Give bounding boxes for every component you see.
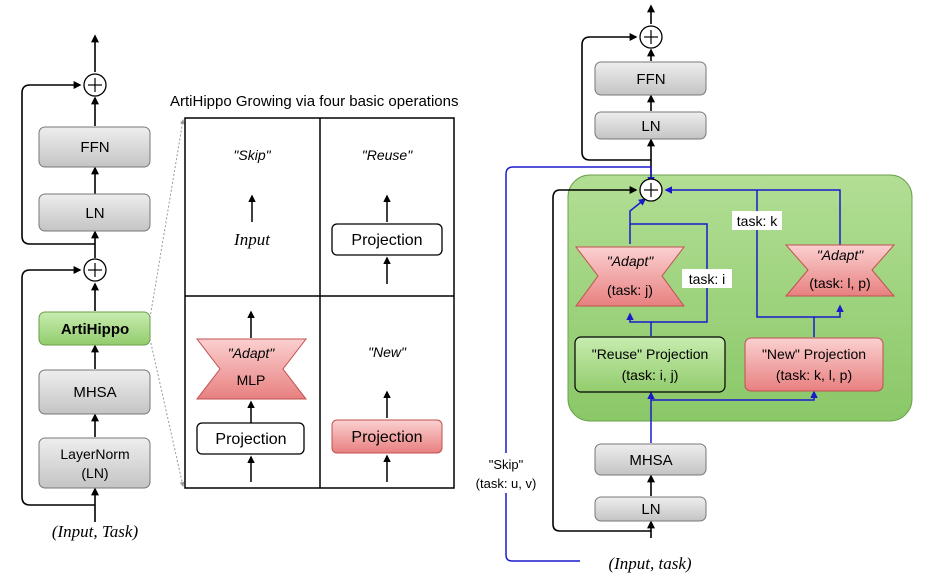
right-skip-label: "Skip" [489, 457, 524, 472]
right-mhsa-box [594, 443, 707, 476]
right-ln-top-label: LN [641, 118, 660, 135]
middle-adapt-label: "Adapt" [228, 345, 276, 361]
left-ffn-label: FFN [80, 139, 109, 156]
middle-new-label: "New" [368, 344, 407, 360]
left-block: FFN LN ArtiHippo MHSA LayerNorm (LN) (In… [21, 34, 151, 541]
middle-panel: ArtiHippo Growing via four basic operati… [149, 93, 458, 489]
middle-adapt-shape [195, 338, 308, 400]
left-add-bottom [83, 258, 107, 282]
right-ln-bottom-box [594, 496, 707, 522]
left-ffn-box [38, 126, 151, 168]
right-task-i-label: task: i [689, 271, 726, 287]
right-adapt-right-task: (task: l, p) [809, 275, 870, 291]
middle-reuse-label: "Reuse" [362, 147, 413, 163]
left-layernorm-box [38, 437, 151, 489]
right-adapt-left-task: (task: j) [607, 282, 653, 298]
right-new-proj-box [744, 337, 884, 392]
middle-title: ArtiHippo Growing via four basic operati… [170, 93, 458, 110]
left-artihippo-box [38, 311, 151, 346]
left-layernorm-label-1: LayerNorm [60, 446, 129, 462]
middle-adapt-mlp-label: MLP [237, 372, 266, 388]
right-mhsa-label: MHSA [629, 452, 672, 469]
right-task-k-label: task: k [737, 213, 778, 229]
right-new-proj-task: (task: k, l, p) [776, 367, 852, 383]
right-ffn-label: FFN [636, 71, 665, 88]
right-adapt-right-label: "Adapt" [817, 247, 865, 263]
right-ffn-box [594, 61, 707, 96]
middle-reuse-proj-label: Projection [351, 232, 422, 249]
left-artihippo-label: ArtiHippo [61, 321, 129, 338]
right-add-top [639, 25, 663, 49]
middle-adapt-proj-box [196, 422, 305, 455]
right-new-proj-label: "New" Projection [762, 346, 866, 362]
right-input-label: (Input, task) [608, 554, 691, 573]
middle-new-proj-box [331, 419, 443, 454]
right-ln-bottom-label: LN [641, 501, 660, 518]
left-mhsa-label: MHSA [73, 384, 116, 401]
right-reuse-proj-task: (task: i, j) [622, 367, 679, 383]
right-adapt-left-shape [574, 246, 686, 307]
left-mhsa-box [38, 369, 151, 415]
left-input-label: (Input, Task) [52, 522, 139, 541]
middle-adapt-proj-label: Projection [215, 431, 286, 448]
right-adapt-right-shape [784, 244, 896, 297]
right-reuse-proj-box [574, 336, 726, 393]
right-block: FFN LN "Adapt" (task: j) "Adapt" (task: … [462, 4, 913, 573]
right-skip-task: (task: u, v) [476, 476, 537, 491]
middle-skip-label: "Skip" [233, 147, 271, 163]
right-add-region [639, 178, 663, 202]
left-ln-label: LN [85, 205, 104, 222]
right-reuse-proj-label: "Reuse" Projection [592, 346, 709, 362]
left-ln-box [38, 193, 151, 232]
middle-reuse-proj-box [331, 223, 443, 256]
right-ln-top-box [594, 111, 707, 140]
left-layernorm-label-2: (LN) [81, 465, 108, 481]
middle-new-proj-label: Projection [351, 429, 422, 446]
right-adapt-left-label: "Adapt" [607, 253, 655, 269]
middle-skip-input: Input [233, 230, 271, 249]
left-add-top [83, 73, 107, 97]
